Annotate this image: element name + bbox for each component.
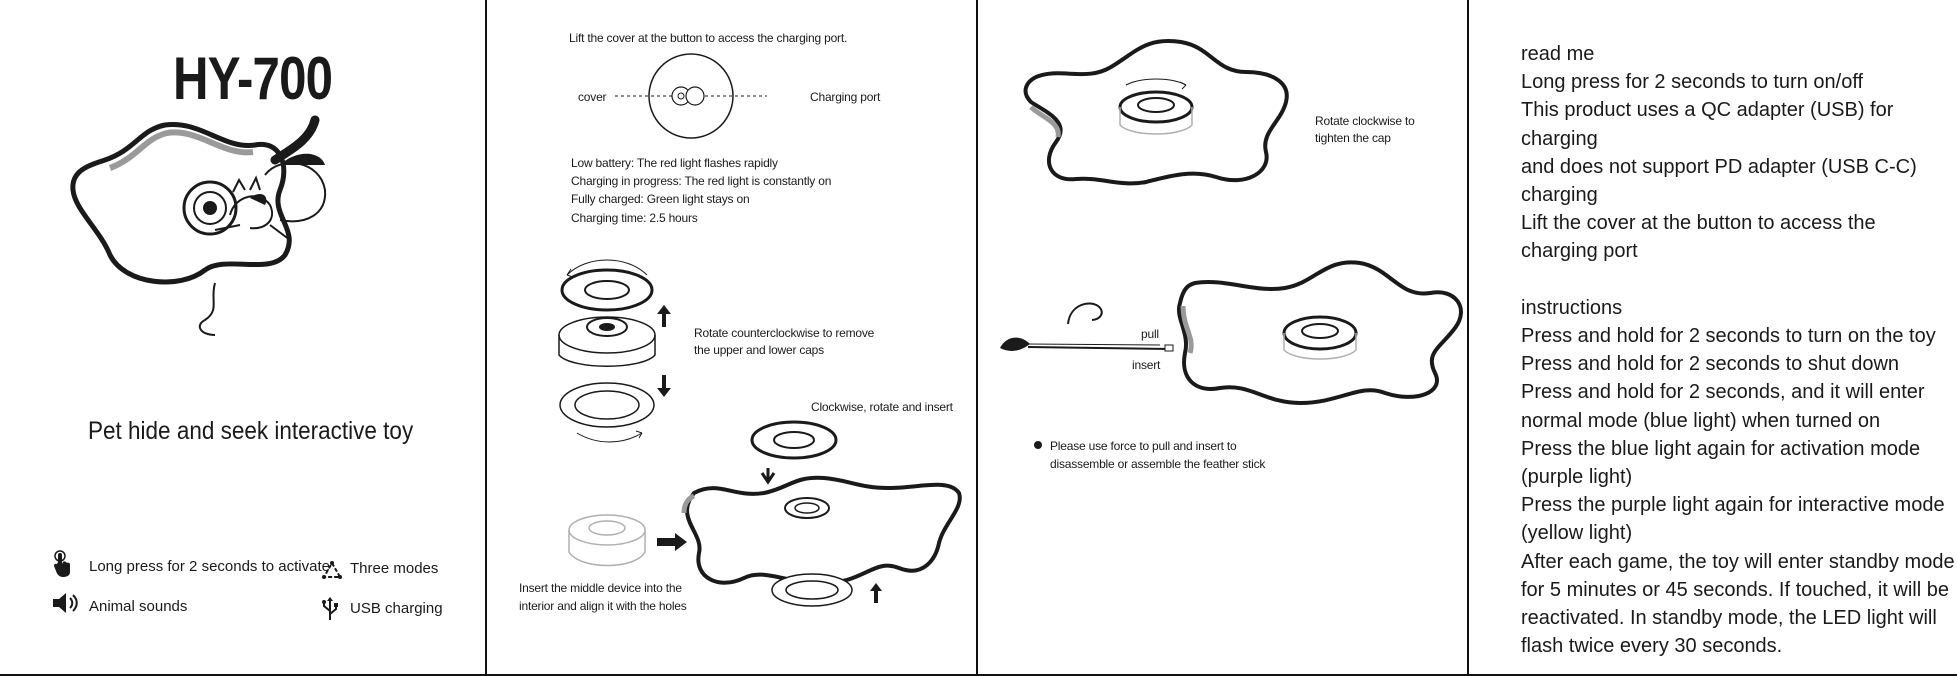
arrow-up-icon: [870, 583, 882, 603]
product-title: HY-700: [173, 45, 333, 112]
feather-force-line: disassemble or assemble the feather stic…: [1050, 457, 1266, 471]
pull-label: pull: [1141, 327, 1159, 341]
bullet-icon: [1034, 441, 1042, 449]
panel-cover: HY-700 Pet hide and seek interactive toy…: [0, 0, 485, 676]
divider-3: [1467, 0, 1469, 676]
feather-stick-illustration: [1000, 302, 1174, 352]
panel-charging-assembly: Lift the cover at the button to access t…: [487, 0, 976, 676]
rotate-ccw-line: the upper and lower caps: [694, 343, 824, 357]
panel-cap-feather: Rotate clockwise to tighten the cap pull…: [978, 0, 1467, 676]
charging-port-diagram: [615, 53, 767, 139]
usb-icon: [322, 597, 338, 620]
bottom-border: [0, 674, 1957, 676]
clockwise-insert-label: Clockwise, rotate and insert: [811, 400, 953, 414]
status-line: Charging time: 2.5 hours: [571, 211, 698, 225]
cover-tip: Lift the cover at the button to access t…: [569, 31, 848, 45]
insert-label: insert: [1132, 358, 1161, 372]
status-line: Low battery: The red light flashes rapid…: [571, 156, 778, 170]
panel-readme: read me Long press for 2 seconds to turn…: [1469, 0, 1957, 676]
divider-2: [976, 0, 978, 676]
feature-usb: USB charging: [350, 600, 443, 617]
toy-with-cat-illustration: [70, 115, 327, 336]
feature-long-press: Long press for 2 seconds to activate: [89, 558, 330, 575]
readme-text: read me Long press for 2 seconds to turn…: [1521, 43, 1955, 658]
feather-force-line: Please use force to pull and insert to: [1050, 439, 1237, 453]
charging-port-label: Charging port: [810, 90, 881, 104]
rotate-cw-line: tighten the cap: [1315, 131, 1391, 145]
middle-device-illustration: [568, 514, 646, 567]
arrow-up-icon: [657, 305, 671, 327]
insert-instruction-line: Insert the middle device into the: [519, 581, 682, 595]
toy-assembly-illustration: [681, 420, 962, 607]
arrow-right-icon: [657, 533, 687, 551]
speaker-icon: [53, 593, 78, 613]
status-line: Fully charged: Green light stays on: [571, 192, 750, 206]
arrow-down-icon: [657, 375, 671, 397]
insert-instruction-line: interior and align it with the holes: [519, 599, 687, 613]
hand-press-icon: [53, 550, 70, 577]
divider-1: [485, 0, 487, 676]
feature-modes: Three modes: [350, 560, 439, 577]
cover-label: cover: [578, 90, 607, 104]
toy-tighten-illustration: [1023, 39, 1289, 186]
rotate-ccw-line: Rotate counterclockwise to remove: [694, 326, 875, 340]
toy-assembled-illustration: [1176, 260, 1463, 406]
product-subtitle: Pet hide and seek interactive toy: [88, 417, 414, 445]
feature-sounds: Animal sounds: [89, 598, 188, 615]
rotate-cw-line: Rotate clockwise to: [1315, 114, 1415, 128]
triangle-modes-icon: [322, 560, 342, 579]
exploded-caps-illustration: [558, 259, 656, 443]
status-line: Charging in progress: The red light is c…: [571, 174, 832, 188]
